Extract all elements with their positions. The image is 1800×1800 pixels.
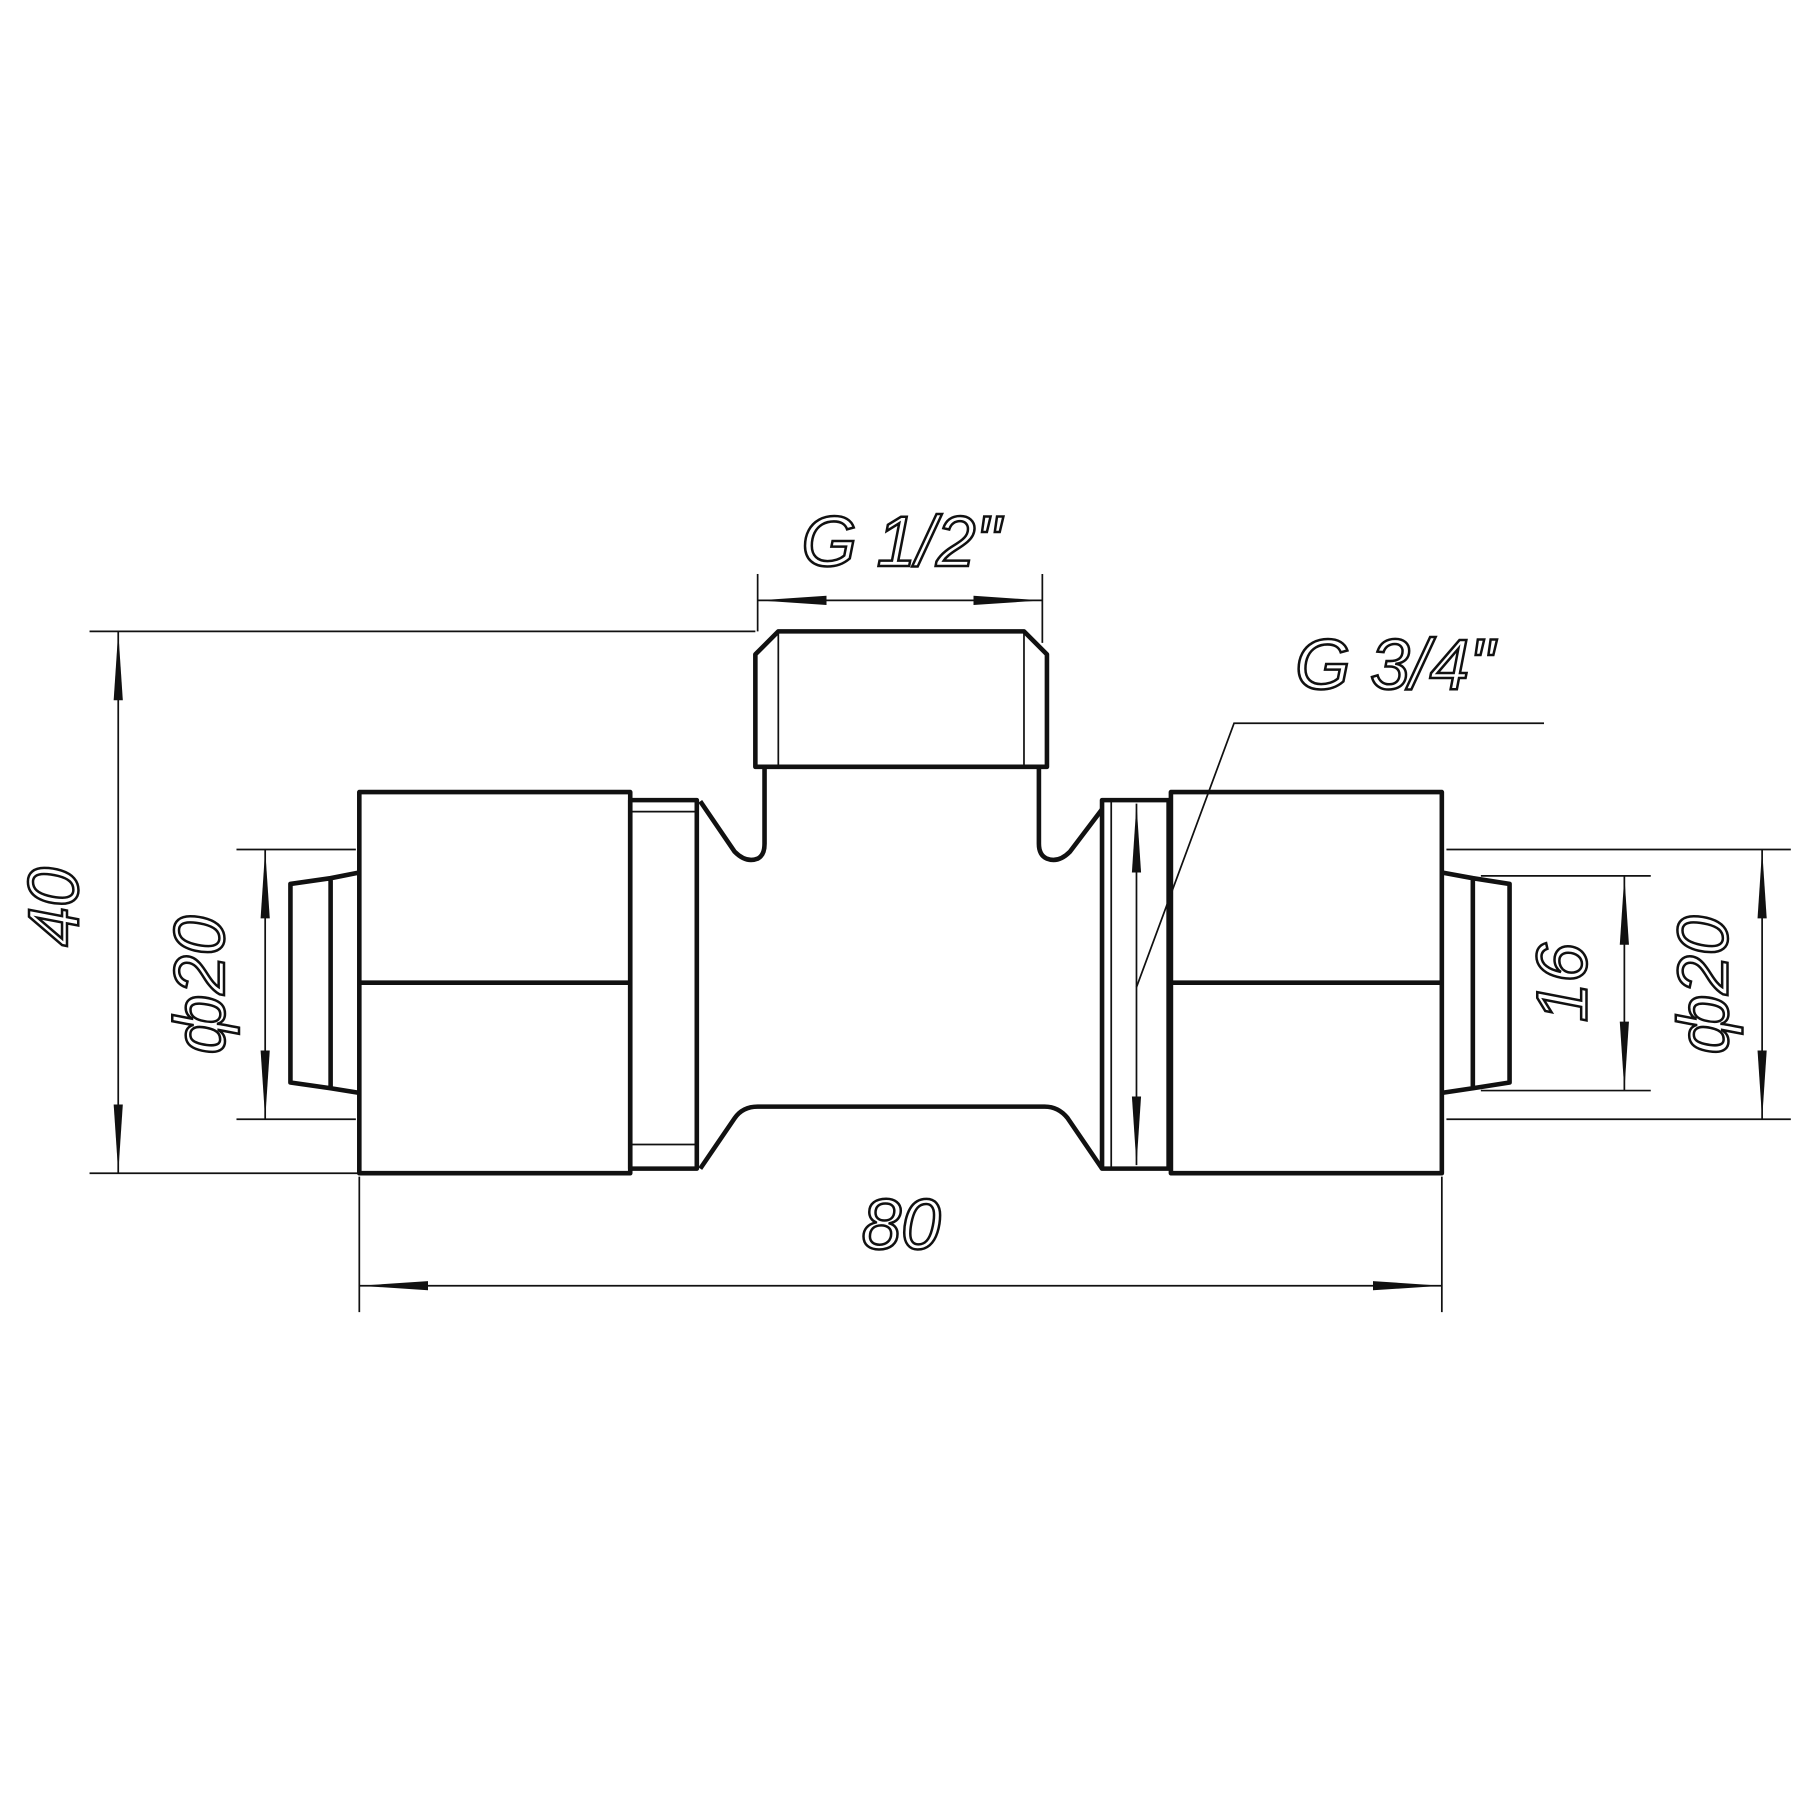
tee-neck xyxy=(698,766,1104,863)
dimension-inner-size: 16 xyxy=(1480,875,1651,1092)
fitting-body xyxy=(288,629,1512,1176)
length-label: 80 xyxy=(862,1186,941,1265)
dimension-height: 40 xyxy=(14,630,756,1175)
tee-bottom xyxy=(698,1104,1104,1170)
left-collar xyxy=(627,797,700,1171)
right-ferrule xyxy=(1441,870,1512,1096)
dimension-left-diameter: ф20 xyxy=(160,848,356,1121)
right-diameter-label: ф20 xyxy=(1665,916,1744,1055)
side-thread-label: G 3/4" xyxy=(1295,626,1497,705)
dimension-top-thread: G 1/2" xyxy=(756,502,1044,643)
top-thread-label: G 1/2" xyxy=(801,503,1003,582)
top-nipple xyxy=(753,629,1050,770)
dimension-right-diameter: ф20 xyxy=(1446,848,1791,1121)
left-ferrule xyxy=(288,870,360,1096)
left-diameter-label: ф20 xyxy=(161,916,240,1055)
height-label: 40 xyxy=(15,867,94,946)
dimension-side-thread: G 3/4" xyxy=(1131,625,1545,1166)
dimension-length: 80 xyxy=(358,1176,1443,1313)
inner-size-label: 16 xyxy=(1523,943,1602,1023)
